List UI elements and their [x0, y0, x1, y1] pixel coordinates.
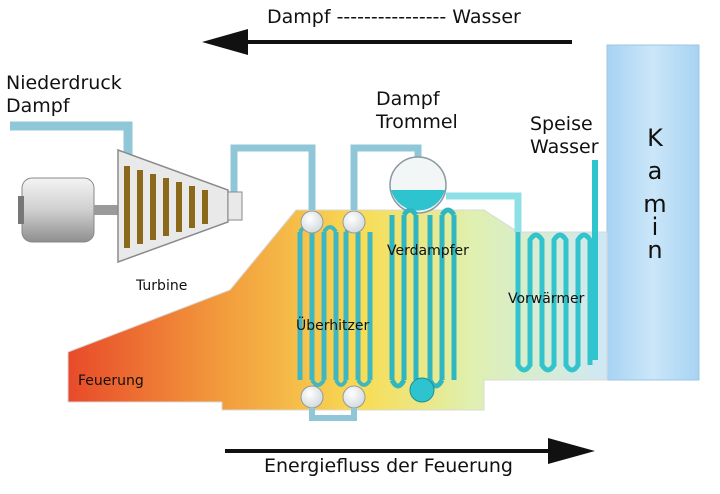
superheater-header-top-left [300, 210, 324, 234]
superheater-link-pipe [350, 144, 422, 210]
steam-drum [389, 156, 447, 214]
superheater-header-bottom-left [300, 385, 324, 409]
speise-label-line2: Wasser [530, 136, 599, 158]
niederdruck-label-line1: Niederdruck [6, 72, 122, 94]
generator [18, 177, 126, 243]
superheater-coils [297, 225, 373, 387]
turbine-label: Turbine [136, 278, 188, 294]
drum-to-preheater-pipe [446, 192, 522, 232]
kamin-letter: n [647, 236, 663, 264]
kamin-letter: m [643, 190, 667, 218]
kamin-chimney [606, 44, 700, 381]
turbine [117, 148, 243, 264]
niederdruck-pipe [10, 121, 133, 160]
kamin-letter: a [647, 157, 663, 185]
preheater-coils [515, 232, 593, 373]
speise-label-line1: Speise [530, 113, 593, 135]
evaporator-lower-drum [409, 377, 435, 403]
vorwaermer-label: Vorwärmer [508, 291, 585, 307]
superheater-header-bottom-right [342, 385, 366, 409]
evaporator-coils [389, 207, 457, 389]
dampf-trommel-label-line1: Dampf [376, 88, 440, 110]
verdampfer-label: Verdampfer [387, 243, 469, 259]
niederdruck-label-line2: Dampf [6, 95, 70, 117]
steam-water-flow-label: Dampf ---------------- Wasser [267, 6, 521, 28]
ueberhitzer-label: Überhitzer [296, 318, 370, 334]
energy-flow-label: Energiefluss der Feuerung [264, 455, 513, 477]
superheater-header-top-right [342, 210, 366, 234]
energy-flow-arrow-head [548, 438, 595, 464]
kamin-letter: i [651, 213, 659, 241]
feuerung-label: Feuerung [78, 373, 144, 389]
kamin-letter: K [647, 124, 663, 152]
steam-water-arrow-head [202, 29, 248, 55]
dampf-trommel-label-line2: Trommel [376, 111, 458, 133]
superheater-bottom-pipe [309, 408, 357, 421]
